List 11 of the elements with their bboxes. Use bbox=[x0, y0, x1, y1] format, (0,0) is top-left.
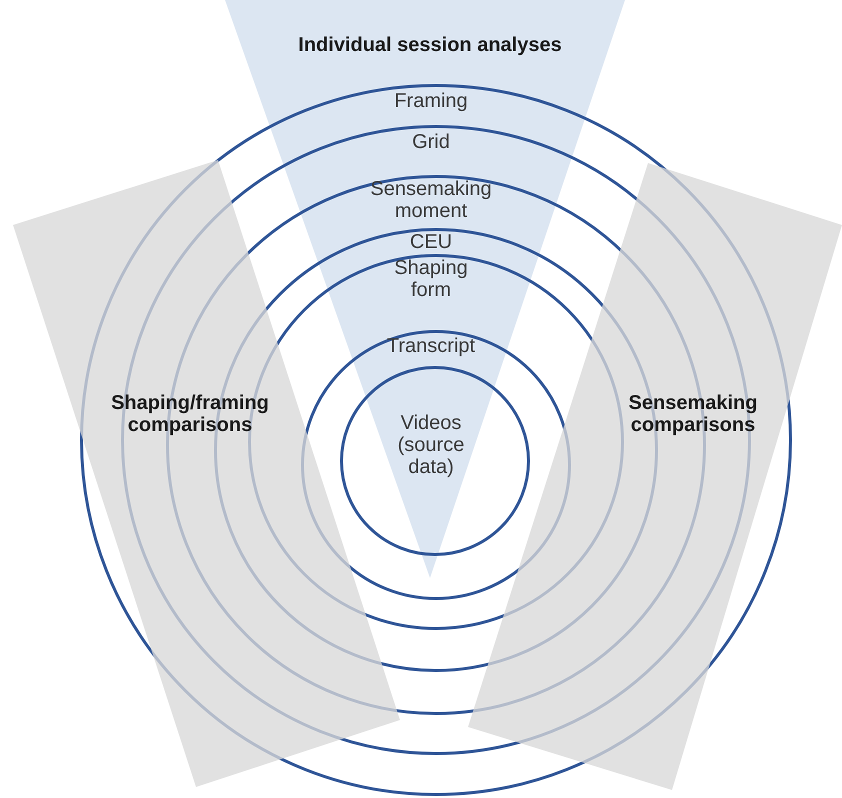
ring-label: Transcript bbox=[386, 335, 476, 357]
band-title: Shaping/framing comparisons bbox=[110, 392, 270, 436]
band-title: Individual session analyses bbox=[297, 34, 563, 56]
ring-label: CEU bbox=[408, 231, 454, 253]
band-title: Sensemaking comparisons bbox=[628, 392, 758, 436]
ring-label: Sensemaking moment bbox=[369, 178, 493, 222]
ring-label: Grid bbox=[411, 131, 451, 153]
ring-label: Videos (source data) bbox=[396, 412, 466, 478]
ring-label: Shaping form bbox=[393, 257, 469, 301]
ring bbox=[340, 366, 530, 556]
ring-label: Framing bbox=[393, 90, 469, 112]
